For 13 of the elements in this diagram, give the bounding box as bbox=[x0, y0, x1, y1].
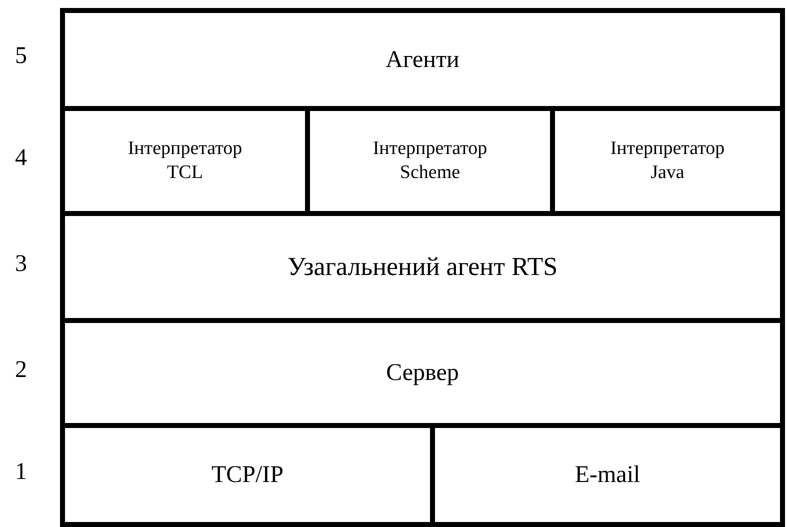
layer-label: Інтерпретатор TCL bbox=[126, 137, 244, 185]
layer-label: Узагальнений агент RTS bbox=[287, 250, 558, 283]
layer-label: Інтерпретатор Scheme bbox=[372, 137, 488, 185]
layer-label: Сервер bbox=[386, 359, 459, 388]
layer-label: E-mail bbox=[574, 461, 640, 490]
layer-number: 2 bbox=[14, 356, 28, 384]
layer-label: TCP/IP bbox=[211, 461, 284, 490]
layer-number: 5 bbox=[14, 43, 28, 70]
layer-label: Агенти bbox=[386, 46, 460, 74]
layer-label: Інтерпретатор Java bbox=[609, 137, 726, 185]
layer-number: 4 bbox=[14, 144, 28, 172]
layer-number: 1 bbox=[14, 458, 28, 486]
layer-number: 3 bbox=[14, 250, 28, 278]
